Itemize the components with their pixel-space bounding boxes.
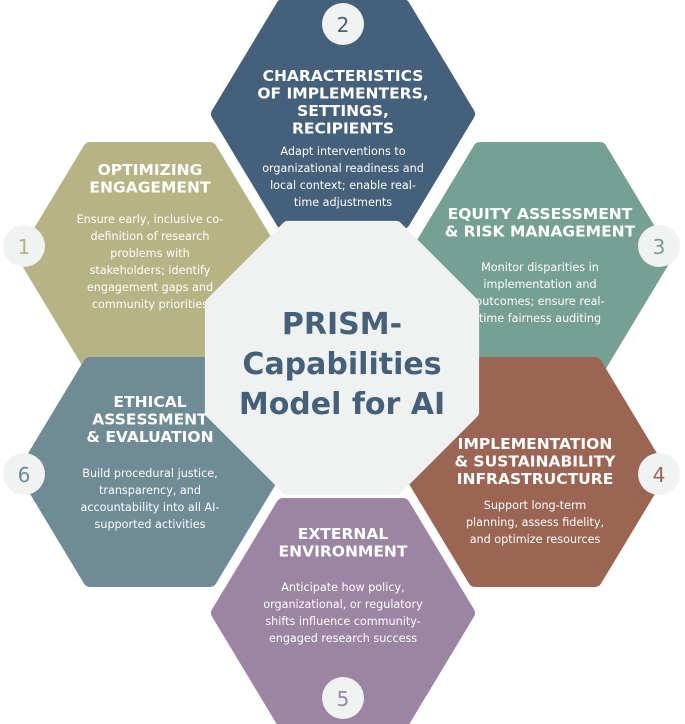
number-badge-circle <box>322 3 364 45</box>
segment-6-title-line: ASSESSMENT <box>92 411 208 429</box>
number-badge-circle <box>638 225 680 267</box>
segment-3-number: 3 <box>653 235 666 259</box>
segment-1-description-line: community priorities <box>92 298 208 311</box>
segment-2-description-line: Adapt interventions to <box>280 145 405 158</box>
number-badge-circle <box>3 225 45 267</box>
segment-6-description-line: Build procedural justice, <box>82 467 217 480</box>
segment-2-number-badge: 2 <box>322 3 364 45</box>
segment-1-number: 1 <box>18 235 31 259</box>
segment-4-title-line: IMPLEMENTATION <box>458 435 613 453</box>
segment-6-title-line: & EVALUATION <box>86 428 213 446</box>
segment-2-title-line: RECIPIENTS <box>292 120 394 138</box>
segment-6-description: Build procedural justice, transparency, a… <box>80 467 219 531</box>
center-octagon-shape <box>204 220 480 496</box>
segment-6-description-line: accountability into all AI- <box>80 501 219 514</box>
center-title-line: PRISM- <box>282 307 402 342</box>
segment-1-number-badge: 1 <box>3 225 45 267</box>
segment-2-number: 2 <box>337 13 350 37</box>
segment-4-description: Support long-term planning, assess fideli… <box>466 499 604 546</box>
segment-3-title-line: & RISK MANAGEMENT <box>445 223 636 241</box>
segment-6-description-line: supported activities <box>95 518 206 531</box>
segment-2-description-line: organizational readiness and <box>262 162 424 175</box>
segment-2-description-line: time adjustments <box>294 196 392 209</box>
center-title-line: Model for AI <box>239 387 445 422</box>
segment-1-description: Ensure early, inclusive co-definition of… <box>77 213 224 311</box>
segment-3-description-line: time fairness auditing <box>479 312 601 325</box>
segment-4-description-line: Support long-term <box>484 499 587 512</box>
segment-6-description-line: transparency, and <box>99 484 201 497</box>
segment-3-description-line: Monitor disparities in <box>481 261 599 274</box>
segment-5-description-line: organizational, or regulatory <box>263 598 423 611</box>
number-badge-circle <box>638 453 680 495</box>
segment-2-title-line: SETTINGS, <box>297 102 389 120</box>
segment-4-title-line: INFRASTRUCTURE <box>457 470 614 488</box>
segment-5-description-line: engaged research success <box>269 632 417 645</box>
segment-1-title-line: ENGAGEMENT <box>89 179 211 197</box>
segment-2-title-line: OF IMPLEMENTERS, <box>257 85 428 103</box>
segment-2-description: Adapt interventions to organizational rea… <box>262 145 424 209</box>
segment-5-number-badge: 5 <box>322 677 364 719</box>
center-title-line: Capabilities <box>242 347 441 382</box>
segment-1-description-line: stakeholders; identify <box>90 264 211 277</box>
segment-5-number: 5 <box>337 687 350 711</box>
segment-3-number-badge: 3 <box>638 225 680 267</box>
segment-5-description-line: Anticipate how policy, <box>281 581 404 594</box>
segment-5-hexagon <box>211 498 475 724</box>
segment-3-description-line: implementation and <box>483 278 596 291</box>
segment-6-number: 6 <box>18 463 31 487</box>
segment-3-title-line: EQUITY ASSESSMENT <box>448 205 633 223</box>
segment-6-title-line: ETHICAL <box>113 393 186 411</box>
segment-1-title-line: OPTIMIZING <box>98 161 203 179</box>
number-badge-circle <box>3 453 45 495</box>
segment-1-description-line: problems with <box>110 247 189 260</box>
segment-5-title-line: EXTERNAL <box>298 525 389 543</box>
segment-1-description-line: definition of research <box>91 230 210 243</box>
segment-5-description: Anticipate how policy, organizational, or… <box>263 581 423 645</box>
segment-4-description-line: and optimize resources <box>470 533 601 546</box>
segment-1-description-line: engagement gaps and <box>87 281 213 294</box>
segment-3-description-line: outcomes; ensure real- <box>475 295 604 308</box>
segment-3-description: Monitor disparities in implementation and… <box>475 261 604 325</box>
segment-2-description-line: local context; enable real- <box>270 179 416 192</box>
segment-2-title-line: CHARACTERISTICS <box>263 67 424 85</box>
segment-3-title: EQUITY ASSESSMENT& RISK MANAGEMENT <box>445 205 636 241</box>
segment-5-description-line: shifts influence community- <box>265 615 420 628</box>
segment-4-description-line: planning, assess fidelity, <box>466 516 604 529</box>
segment-5-title-line: ENVIRONMENT <box>279 543 408 561</box>
segment-4-number-badge: 4 <box>638 453 680 495</box>
segment-4-title-line: & SUSTAINABILITY <box>455 453 617 471</box>
segment-2-hexagon <box>211 0 475 229</box>
segment-1-description-line: Ensure early, inclusive co- <box>77 213 224 226</box>
number-badge-circle <box>322 677 364 719</box>
segment-4-number: 4 <box>653 463 666 487</box>
segment-6-number-badge: 6 <box>3 453 45 495</box>
